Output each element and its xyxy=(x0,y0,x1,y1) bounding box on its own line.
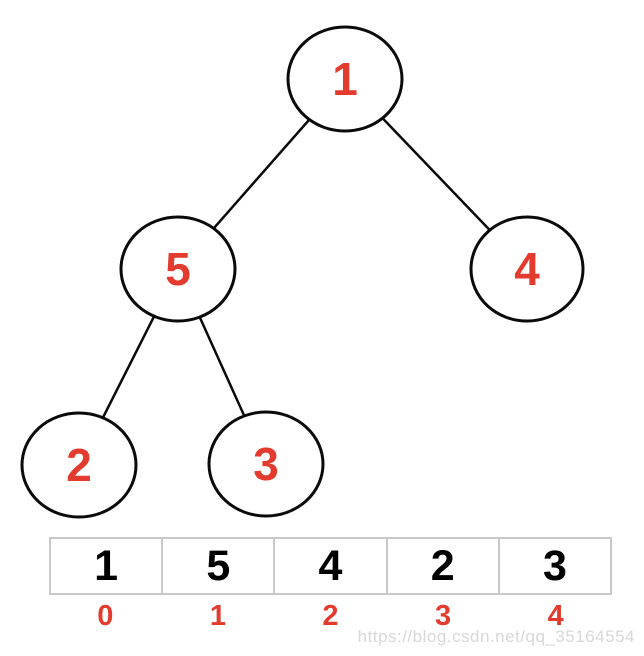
array-table: 1 5 4 2 3 xyxy=(49,537,613,595)
tree-node-right: 4 xyxy=(469,215,585,323)
tree-node-circle xyxy=(119,215,237,323)
tree-node-circle xyxy=(207,410,325,518)
array-index: 1 xyxy=(209,600,226,632)
array-index: 3 xyxy=(435,600,452,632)
tree-node-circle xyxy=(469,215,585,323)
array-index: 2 xyxy=(322,600,339,632)
array-cell: 4 xyxy=(273,537,388,595)
array-cell: 5 xyxy=(161,537,276,595)
tree-node-circle xyxy=(286,25,404,133)
tree-node-root: 1 xyxy=(286,25,404,133)
tree-node-label: 3 xyxy=(253,438,279,490)
array-index-row: 0 1 2 3 4 xyxy=(49,600,612,633)
tree-node-label: 5 xyxy=(165,243,191,295)
tree-node-label: 4 xyxy=(514,243,540,295)
tree-node-label: 1 xyxy=(332,53,358,105)
tree-node-circle xyxy=(20,411,138,519)
array-index: 0 xyxy=(97,600,114,632)
array-cell: 1 xyxy=(49,537,164,595)
tree-node-left-right: 3 xyxy=(207,410,325,518)
tree-node-left: 5 xyxy=(119,215,237,323)
array-cell: 2 xyxy=(385,537,500,595)
array-cell: 3 xyxy=(497,537,613,595)
tree-node-left-left: 2 xyxy=(20,411,138,519)
array-index: 4 xyxy=(547,600,564,632)
tree-node-label: 2 xyxy=(66,439,92,491)
watermark-text: https://blog.csdn.net/qq_35164554 xyxy=(357,627,635,646)
binary-tree-diagram: 1 5 4 2 3 xyxy=(20,25,585,519)
